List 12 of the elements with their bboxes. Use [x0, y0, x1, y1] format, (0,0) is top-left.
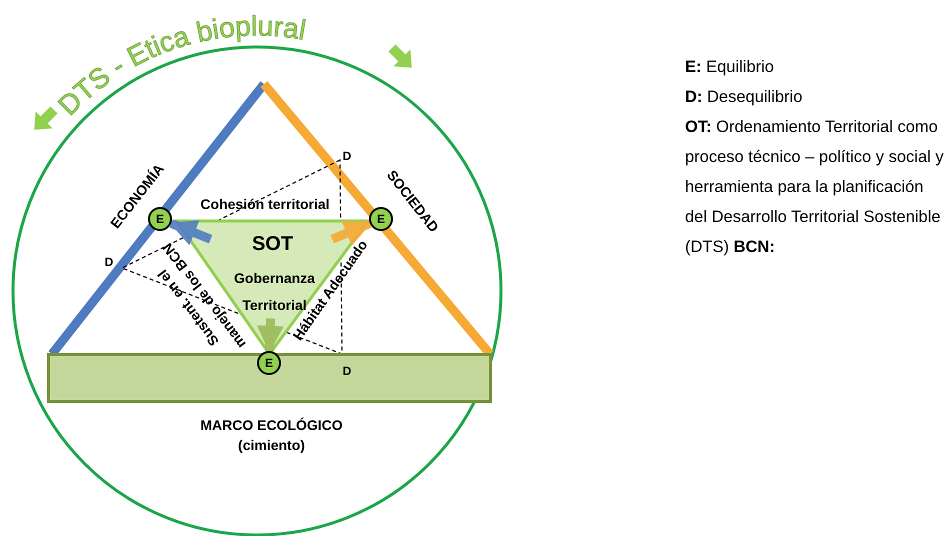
point-label: D [342, 149, 352, 163]
equilibrium-circle: E [369, 207, 393, 231]
side-label: Cohesión territorial [200, 196, 330, 212]
legend-text: E: Equilibrio [685, 57, 775, 78]
legend-text: OT: Ordenamiento Territorial como proceso técnico – político y social y herramienta para la planificación del Desarrollo Territorial Sostenible (DTS) BCN: [685, 117, 945, 258]
foundation-text: MARCO ECOLÓGICO (cimiento) [199, 416, 344, 455]
legend-text: D: Desequilibrio [685, 87, 804, 108]
point-label: D [104, 255, 114, 269]
block-arrow [256, 318, 284, 353]
block-arrow [330, 219, 372, 246]
block-arrow [169, 219, 212, 246]
point-label: D [342, 364, 352, 378]
